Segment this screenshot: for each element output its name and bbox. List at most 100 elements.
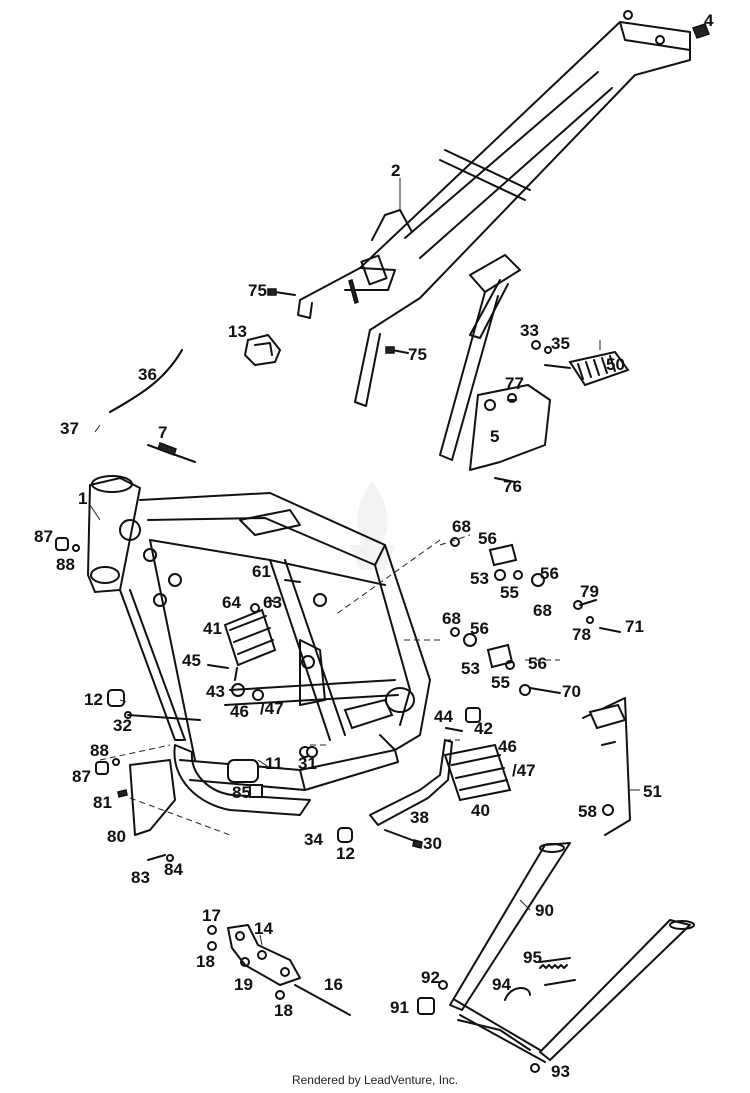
callout-68-c: 68	[442, 609, 461, 628]
callout-51: 51	[643, 782, 662, 801]
bolt-70	[529, 687, 561, 694]
callout-30: 30	[423, 834, 442, 853]
callout-80: 80	[107, 827, 126, 846]
footpeg-part-50	[531, 340, 630, 387]
callout-56-d: 56	[528, 654, 547, 673]
callout-43: 43	[206, 682, 225, 701]
footpeg-part-41	[223, 608, 277, 667]
callout-93: 93	[551, 1062, 570, 1081]
small-parts-lower-middle	[306, 746, 353, 843]
callout-33: 33	[520, 321, 539, 340]
callout-13: 13	[228, 322, 247, 341]
callout-19: 19	[234, 975, 253, 994]
callout-55-a: 55	[500, 583, 519, 602]
bolt-30	[384, 829, 423, 849]
callout-63: 63	[263, 593, 282, 612]
callout-78: 78	[572, 625, 591, 644]
bushing-set-upper	[450, 537, 545, 637]
cable-part-7	[147, 442, 196, 463]
callout-12-a: 12	[84, 690, 103, 709]
callout-16: 16	[324, 975, 343, 994]
callout-46-a: 46	[230, 702, 249, 721]
callout-labels: 2 4 75 75 13 33 35 50 36 77 37 7 5 76 1 …	[34, 11, 714, 1081]
center-stand-90	[417, 842, 695, 1073]
callout-leaders	[89, 178, 640, 946]
guard-plate-80	[129, 759, 176, 836]
callout-18-a: 18	[196, 952, 215, 971]
callout-75-b: 75	[408, 345, 427, 364]
callout-70: 70	[562, 682, 581, 701]
callout-32: 32	[113, 716, 132, 735]
callout-34: 34	[304, 830, 323, 849]
bolt-75-icon	[267, 288, 409, 354]
callout-7: 7	[158, 423, 167, 442]
callout-17: 17	[202, 906, 221, 925]
callout-42: 42	[474, 719, 493, 738]
callout-41: 41	[203, 619, 222, 638]
pin-78-79	[573, 599, 597, 624]
callout-81: 81	[93, 793, 112, 812]
brake-pedal-38	[369, 739, 453, 826]
callout-37: 37	[60, 419, 79, 438]
callout-92: 92	[421, 968, 440, 987]
callout-90: 90	[535, 901, 554, 920]
callout-88-b: 88	[90, 741, 109, 760]
callout-83: 83	[131, 868, 150, 887]
callout-2: 2	[391, 161, 400, 180]
callout-77: 77	[505, 374, 524, 393]
pivot-parts-middle	[207, 579, 481, 758]
bolt-4-icon	[692, 23, 710, 39]
callout-12-b: 12	[336, 844, 355, 863]
subframe-part	[297, 10, 691, 461]
assembly-lines	[99, 534, 560, 836]
callout-47-a: /47	[260, 699, 284, 718]
callout-94: 94	[492, 975, 511, 994]
callout-44: 44	[434, 707, 453, 726]
callout-79: 79	[580, 582, 599, 601]
callout-76: 76	[503, 477, 522, 496]
callout-18-b: 18	[274, 1001, 293, 1020]
callout-11: 11	[265, 754, 283, 773]
callout-38: 38	[410, 808, 429, 827]
callout-53-b: 53	[461, 659, 480, 678]
bracket-part-5	[469, 384, 551, 483]
callout-50: 50	[606, 355, 625, 374]
callout-35: 35	[551, 334, 570, 353]
callout-46-b: 46	[498, 737, 517, 756]
callout-68-a: 68	[452, 517, 471, 536]
callout-56-b: 56	[540, 564, 559, 583]
callout-61: 61	[252, 562, 271, 581]
callout-91: 91	[390, 998, 409, 1017]
callout-95: 95	[523, 948, 542, 967]
callout-64: 64	[222, 593, 241, 612]
callout-56-c: 56	[470, 619, 489, 638]
parts-83-84	[147, 854, 174, 862]
callout-87-b: 87	[72, 767, 91, 786]
callout-55-b: 55	[491, 673, 510, 692]
bushing-set-lower	[463, 633, 531, 696]
lower-cross-pipe	[173, 744, 311, 816]
plate-part-51	[582, 697, 631, 836]
footpeg-part-40	[443, 743, 512, 802]
callout-71: 71	[625, 617, 644, 636]
main-frame-part	[86, 475, 431, 791]
callout-56-a: 56	[478, 529, 497, 548]
callout-75-a: 75	[248, 281, 267, 300]
callout-36: 36	[138, 365, 157, 384]
callout-1: 1	[78, 489, 87, 508]
callout-68-b: 68	[533, 601, 552, 620]
footer-credit: Rendered by LeadVenture, Inc.	[291, 1073, 459, 1087]
bracket-part-13	[243, 333, 282, 367]
callout-4: 4	[704, 11, 714, 30]
parts-85-11	[249, 784, 263, 798]
callout-14: 14	[254, 919, 273, 938]
small-fasteners-left	[55, 537, 128, 798]
callout-31: 31	[298, 754, 317, 773]
callout-53-a: 53	[470, 569, 489, 588]
bolt-71	[599, 627, 621, 633]
spacer-12-top	[107, 689, 125, 707]
hose-part-36	[109, 349, 183, 413]
callout-87-a: 87	[34, 527, 53, 546]
bolt-32	[124, 711, 201, 721]
